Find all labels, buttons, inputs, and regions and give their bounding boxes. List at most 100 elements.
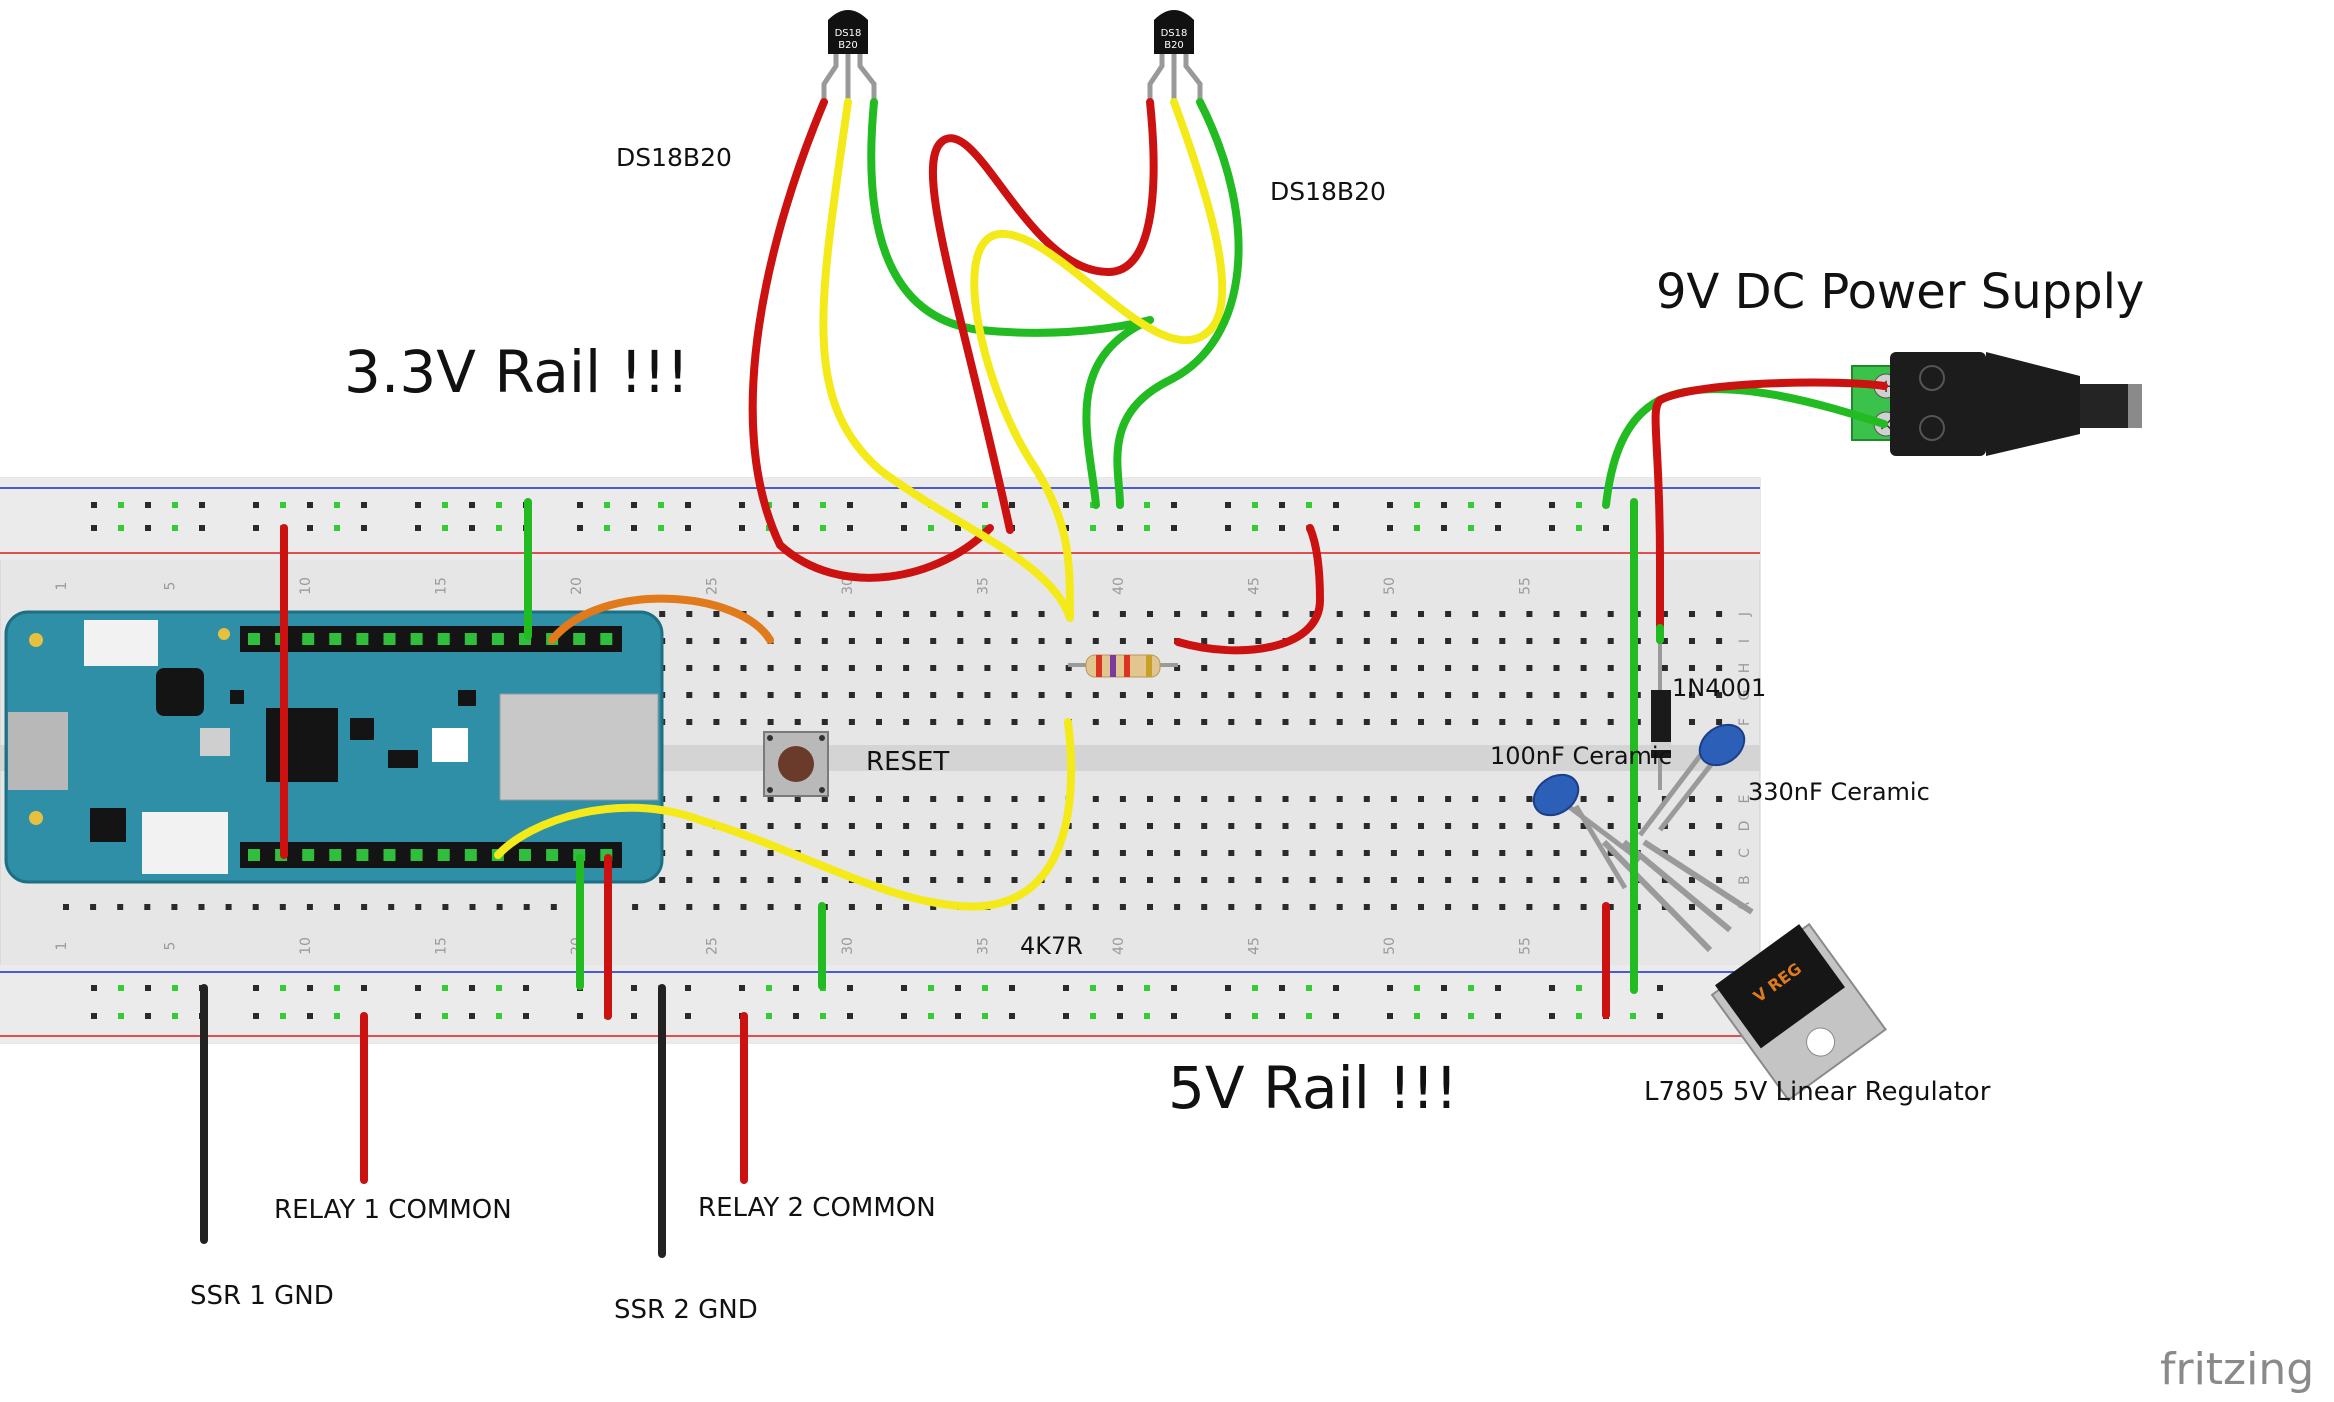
breadboard-hole bbox=[1418, 796, 1424, 802]
breadboard-hole bbox=[982, 1013, 988, 1019]
breadboard-hole bbox=[955, 985, 961, 991]
breadboard-hole bbox=[1363, 611, 1370, 617]
breadboard-hole bbox=[767, 796, 774, 802]
breadboard-hole bbox=[1387, 502, 1393, 508]
breadboard-hole bbox=[172, 985, 178, 991]
breadboard-hole bbox=[713, 611, 720, 617]
breadboard-hole bbox=[686, 719, 693, 725]
breadboard-hole bbox=[821, 823, 828, 829]
breadboard-hole bbox=[739, 525, 745, 531]
breadboard-hole bbox=[1387, 525, 1393, 531]
breadboard-hole bbox=[1147, 611, 1153, 617]
breadboard-hole bbox=[1607, 877, 1614, 883]
breadboard-hole bbox=[1499, 719, 1506, 725]
breadboard-hole bbox=[794, 692, 801, 698]
breadboard-hole bbox=[686, 904, 693, 910]
breadboard-hole bbox=[91, 985, 97, 991]
breadboard-hole bbox=[1576, 525, 1582, 531]
capacitor-100nf bbox=[1532, 773, 1642, 890]
column-number: 40 bbox=[1111, 577, 1127, 595]
breadboard-hole bbox=[1689, 665, 1695, 671]
breadboard-hole bbox=[903, 665, 910, 671]
breadboard-hole bbox=[1171, 985, 1177, 991]
breadboard-hole bbox=[794, 877, 801, 883]
label-resistor: 4K7R bbox=[1020, 932, 1083, 960]
breadboard-hole bbox=[1333, 525, 1339, 531]
column-number: 5 bbox=[162, 582, 178, 591]
breadboard-hole bbox=[1390, 877, 1397, 883]
breadboard-hole bbox=[930, 665, 937, 671]
breadboard-hole bbox=[1472, 611, 1479, 617]
breadboard-hole bbox=[442, 904, 449, 910]
breadboard-hole bbox=[1092, 611, 1099, 617]
row-letter: E bbox=[1737, 795, 1753, 804]
breadboard-hole bbox=[1526, 877, 1533, 883]
breadboard-hole bbox=[1282, 877, 1289, 883]
breadboard-hole bbox=[876, 850, 882, 856]
breadboard-hole bbox=[1306, 985, 1312, 991]
breadboard-hole bbox=[847, 985, 853, 991]
breadboard-hole bbox=[876, 823, 882, 829]
breadboard-hole bbox=[903, 823, 910, 829]
ds18b20-sensor-left: DS18 B20 bbox=[821, 10, 877, 102]
breadboard-hole bbox=[1309, 692, 1316, 698]
header-pin bbox=[491, 633, 504, 645]
breadboard-hole bbox=[199, 502, 205, 508]
breadboard-hole bbox=[1630, 1013, 1636, 1019]
breadboard-hole bbox=[1144, 502, 1150, 508]
breadboard-hole bbox=[1661, 611, 1668, 617]
breadboard-hole bbox=[1174, 796, 1181, 802]
wire-right-sensor-red bbox=[928, 98, 1158, 534]
breadboard-hole bbox=[253, 502, 259, 508]
header-pin bbox=[573, 633, 586, 645]
breadboard-hole bbox=[1252, 985, 1258, 991]
breadboard-hole bbox=[957, 665, 964, 671]
breadboard-hole bbox=[740, 719, 747, 725]
breadboard-hole bbox=[1201, 796, 1208, 802]
breadboard-hole bbox=[1171, 502, 1177, 508]
breadboard-hole bbox=[307, 502, 313, 508]
breadboard-hole bbox=[1689, 796, 1695, 802]
breadboard-hole bbox=[577, 1013, 583, 1019]
breadboard-hole bbox=[1255, 719, 1262, 725]
breadboard-hole bbox=[1414, 1013, 1420, 1019]
breadboard-hole bbox=[1390, 850, 1397, 856]
breadboard-hole bbox=[1499, 611, 1506, 617]
breadboard-hole bbox=[1499, 796, 1506, 802]
breadboard-hole bbox=[740, 638, 747, 644]
ds18b20-sensor-right: DS18 B20 bbox=[1147, 10, 1203, 102]
breadboard-hole bbox=[957, 877, 964, 883]
breadboard-hole bbox=[1174, 692, 1181, 698]
breadboard-hole bbox=[279, 904, 286, 910]
white-component-bottom bbox=[142, 812, 228, 874]
breadboard-hole bbox=[361, 525, 367, 531]
breadboard-hole bbox=[767, 823, 774, 829]
breadboard-hole bbox=[1201, 719, 1208, 725]
breadboard-hole bbox=[740, 692, 747, 698]
breadboard-hole bbox=[1607, 638, 1614, 644]
breadboard-hole bbox=[604, 502, 610, 508]
breadboard-hole bbox=[442, 1013, 448, 1019]
row-letter: B bbox=[1737, 875, 1753, 885]
breadboard-hole bbox=[1445, 850, 1452, 856]
column-number: 55 bbox=[1517, 577, 1533, 595]
breadboard-hole bbox=[1549, 525, 1555, 531]
jack-body bbox=[1890, 352, 1986, 456]
breadboard-hole bbox=[1333, 985, 1339, 991]
breadboard-hole bbox=[577, 502, 583, 508]
breadboard-hole bbox=[740, 823, 747, 829]
label-cap-330nf: 330nF Ceramic bbox=[1748, 778, 1930, 806]
breadboard-hole bbox=[1063, 985, 1069, 991]
breadboard-hole bbox=[1418, 904, 1424, 910]
breadboard-hole bbox=[496, 985, 502, 991]
breadboard-hole bbox=[1038, 796, 1045, 802]
breadboard-hole bbox=[1174, 611, 1181, 617]
breadboard-hole bbox=[1526, 904, 1533, 910]
breadboard-hole bbox=[1279, 525, 1285, 531]
breadboard-hole bbox=[1225, 985, 1231, 991]
breadboard-hole bbox=[1228, 638, 1235, 644]
column-number: 1 bbox=[54, 582, 70, 591]
breadboard-hole bbox=[739, 985, 745, 991]
breadboard-hole bbox=[1225, 525, 1231, 531]
